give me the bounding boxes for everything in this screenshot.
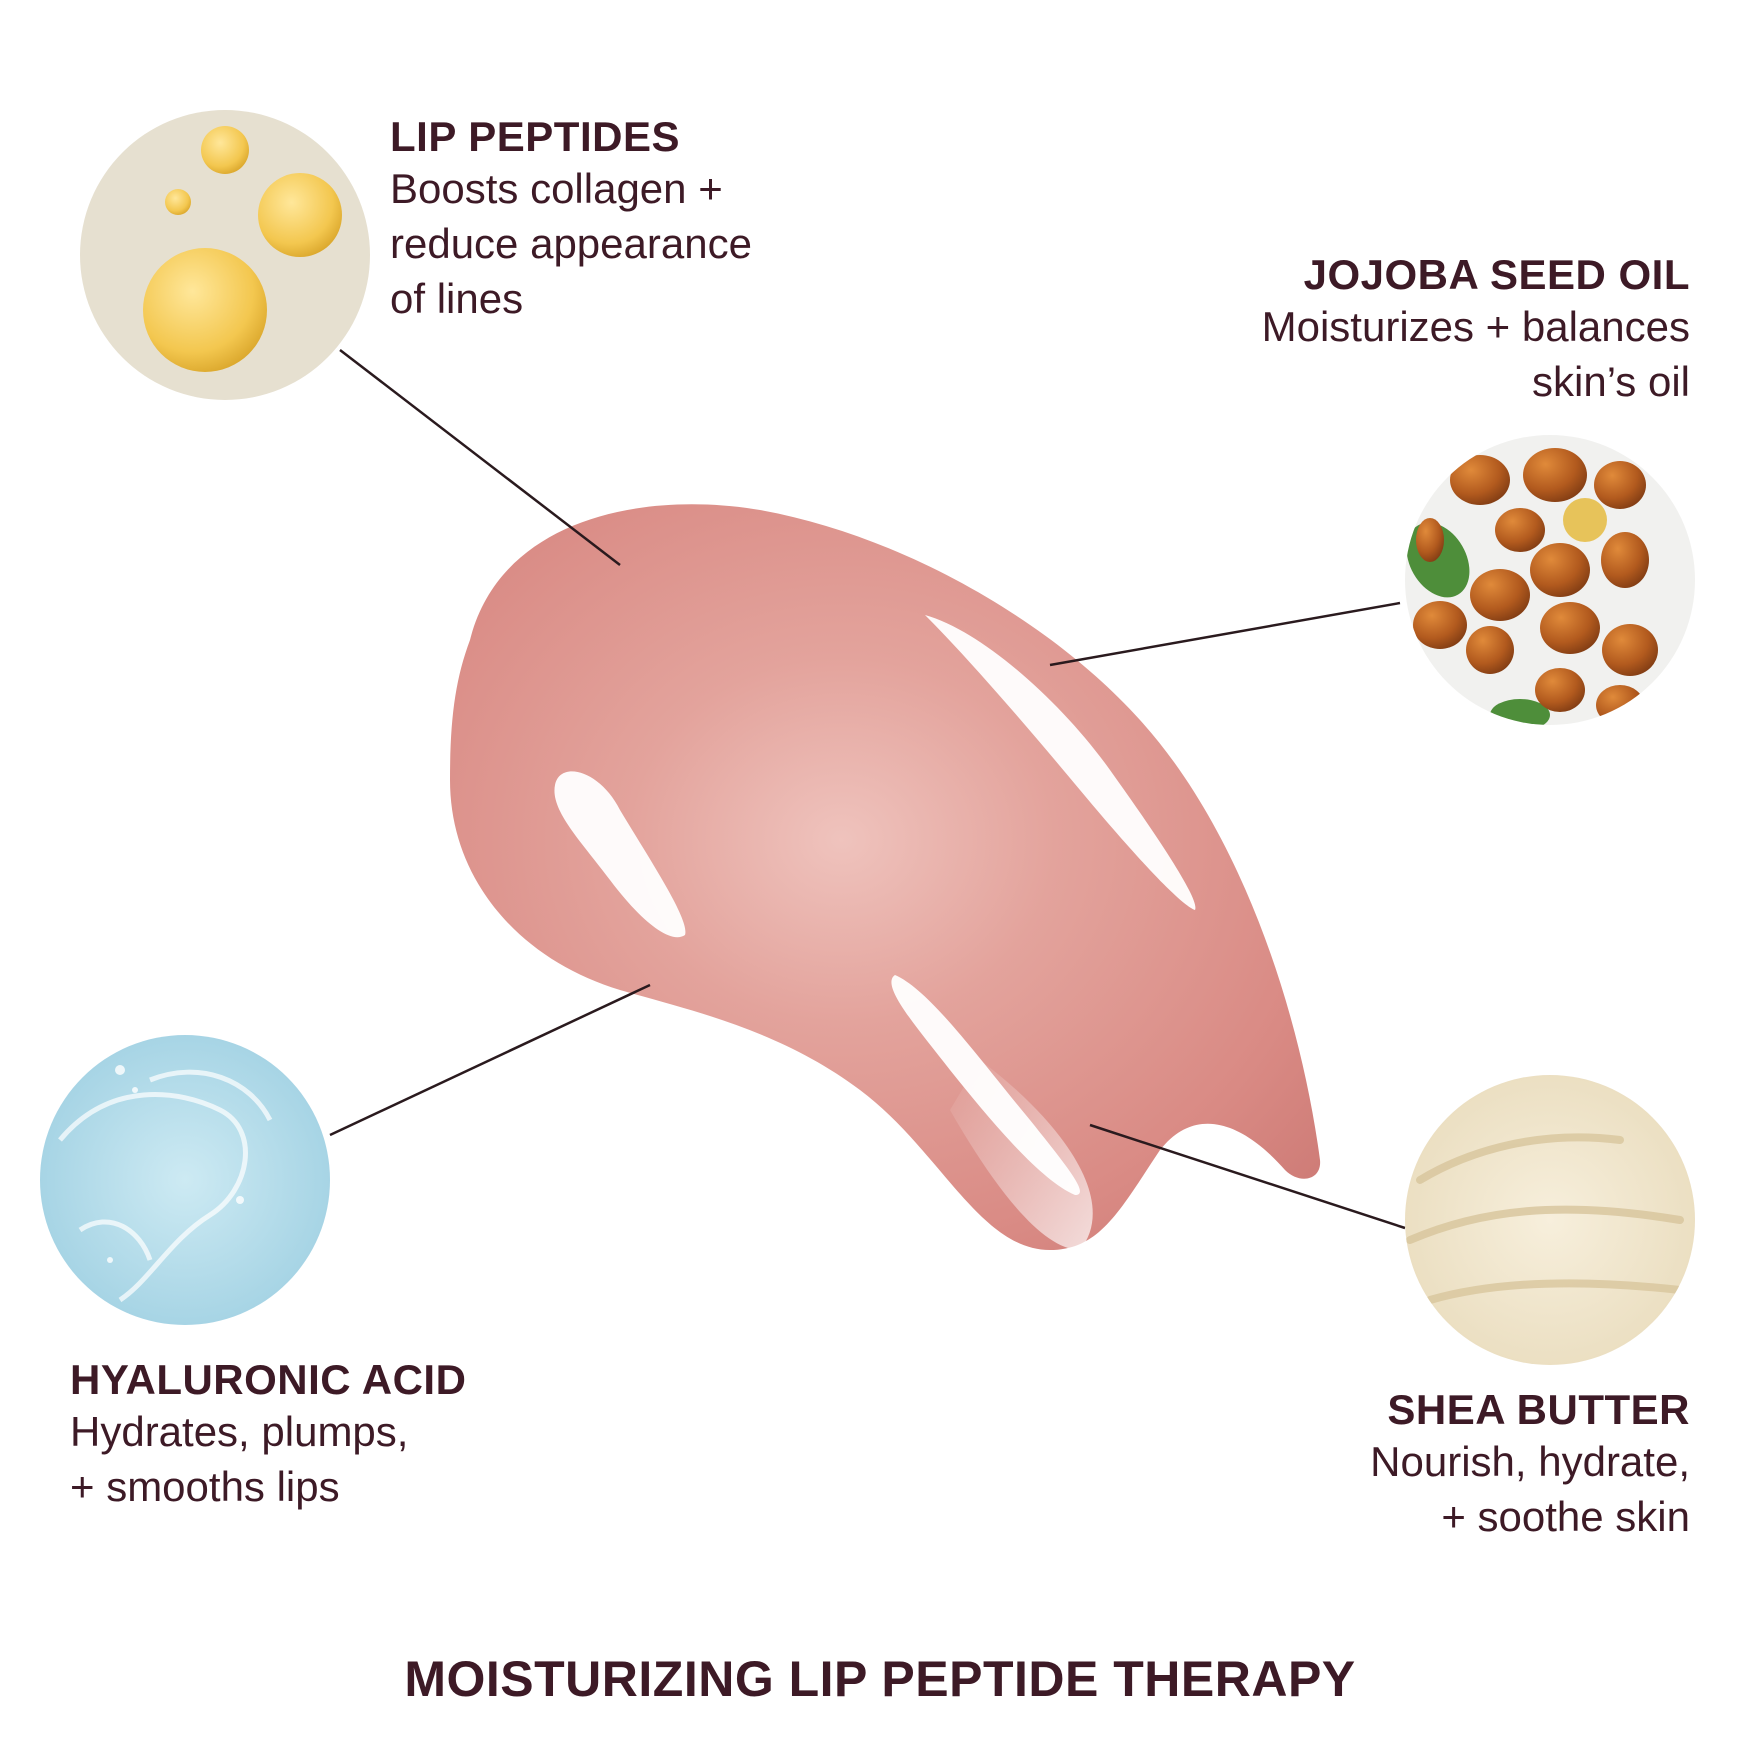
description-line: reduce appearance bbox=[390, 219, 752, 267]
ingredient-title: LIP PEPTIDES bbox=[390, 113, 680, 160]
description-line: of lines bbox=[390, 274, 524, 322]
description-line: Nourish, hydrate, bbox=[1370, 1438, 1690, 1486]
oil-droplets-icon bbox=[80, 110, 370, 400]
ingredient-description: Moisturizes + balances skin’s oil bbox=[1090, 300, 1690, 409]
description-line: Hydrates, plumps, bbox=[70, 1408, 409, 1456]
connector-shea bbox=[1089, 1123, 1406, 1230]
ingredient-hyaluronic-acid: HYALURONIC ACID Hydrates, plumps, + smoo… bbox=[70, 1355, 466, 1515]
footer-title: MOISTURIZING LIP PEPTIDE THERAPY bbox=[404, 1651, 1356, 1707]
ingredient-description: Hydrates, plumps, + smooths lips bbox=[70, 1405, 466, 1514]
ingredient-title: JOJOBA SEED OIL bbox=[1303, 251, 1690, 298]
gel-swatch-icon bbox=[40, 1035, 330, 1325]
connector-jojoba bbox=[1049, 601, 1401, 667]
description-line: + smooths lips bbox=[70, 1462, 340, 1510]
lip-gloss-swatch bbox=[450, 504, 1321, 1250]
connector-hyaluronic bbox=[329, 983, 651, 1137]
description-line: + soothe skin bbox=[1441, 1492, 1690, 1540]
ingredient-description: Nourish, hydrate, + soothe skin bbox=[1090, 1435, 1690, 1544]
butter-texture-icon bbox=[1405, 1075, 1695, 1365]
ingredient-title: HYALURONIC ACID bbox=[70, 1356, 467, 1403]
ingredient-title: SHEA BUTTER bbox=[1387, 1386, 1690, 1433]
description-line: skin’s oil bbox=[1532, 357, 1690, 405]
ingredient-description: Boosts collagen + reduce appearance of l… bbox=[390, 162, 752, 326]
connector-lip-peptides bbox=[339, 349, 621, 566]
description-line: Boosts collagen + bbox=[390, 165, 723, 213]
ingredient-shea-butter: SHEA BUTTER Nourish, hydrate, + soothe s… bbox=[1090, 1385, 1690, 1545]
ingredient-lip-peptides: LIP PEPTIDES Boosts collagen + reduce ap… bbox=[390, 112, 752, 326]
ingredient-jojoba-seed-oil: JOJOBA SEED OIL Moisturizes + balances s… bbox=[1090, 250, 1690, 410]
connector-lines bbox=[329, 349, 1406, 1230]
description-line: Moisturizes + balances bbox=[1261, 303, 1690, 351]
jojoba-seeds-icon bbox=[1405, 435, 1695, 725]
